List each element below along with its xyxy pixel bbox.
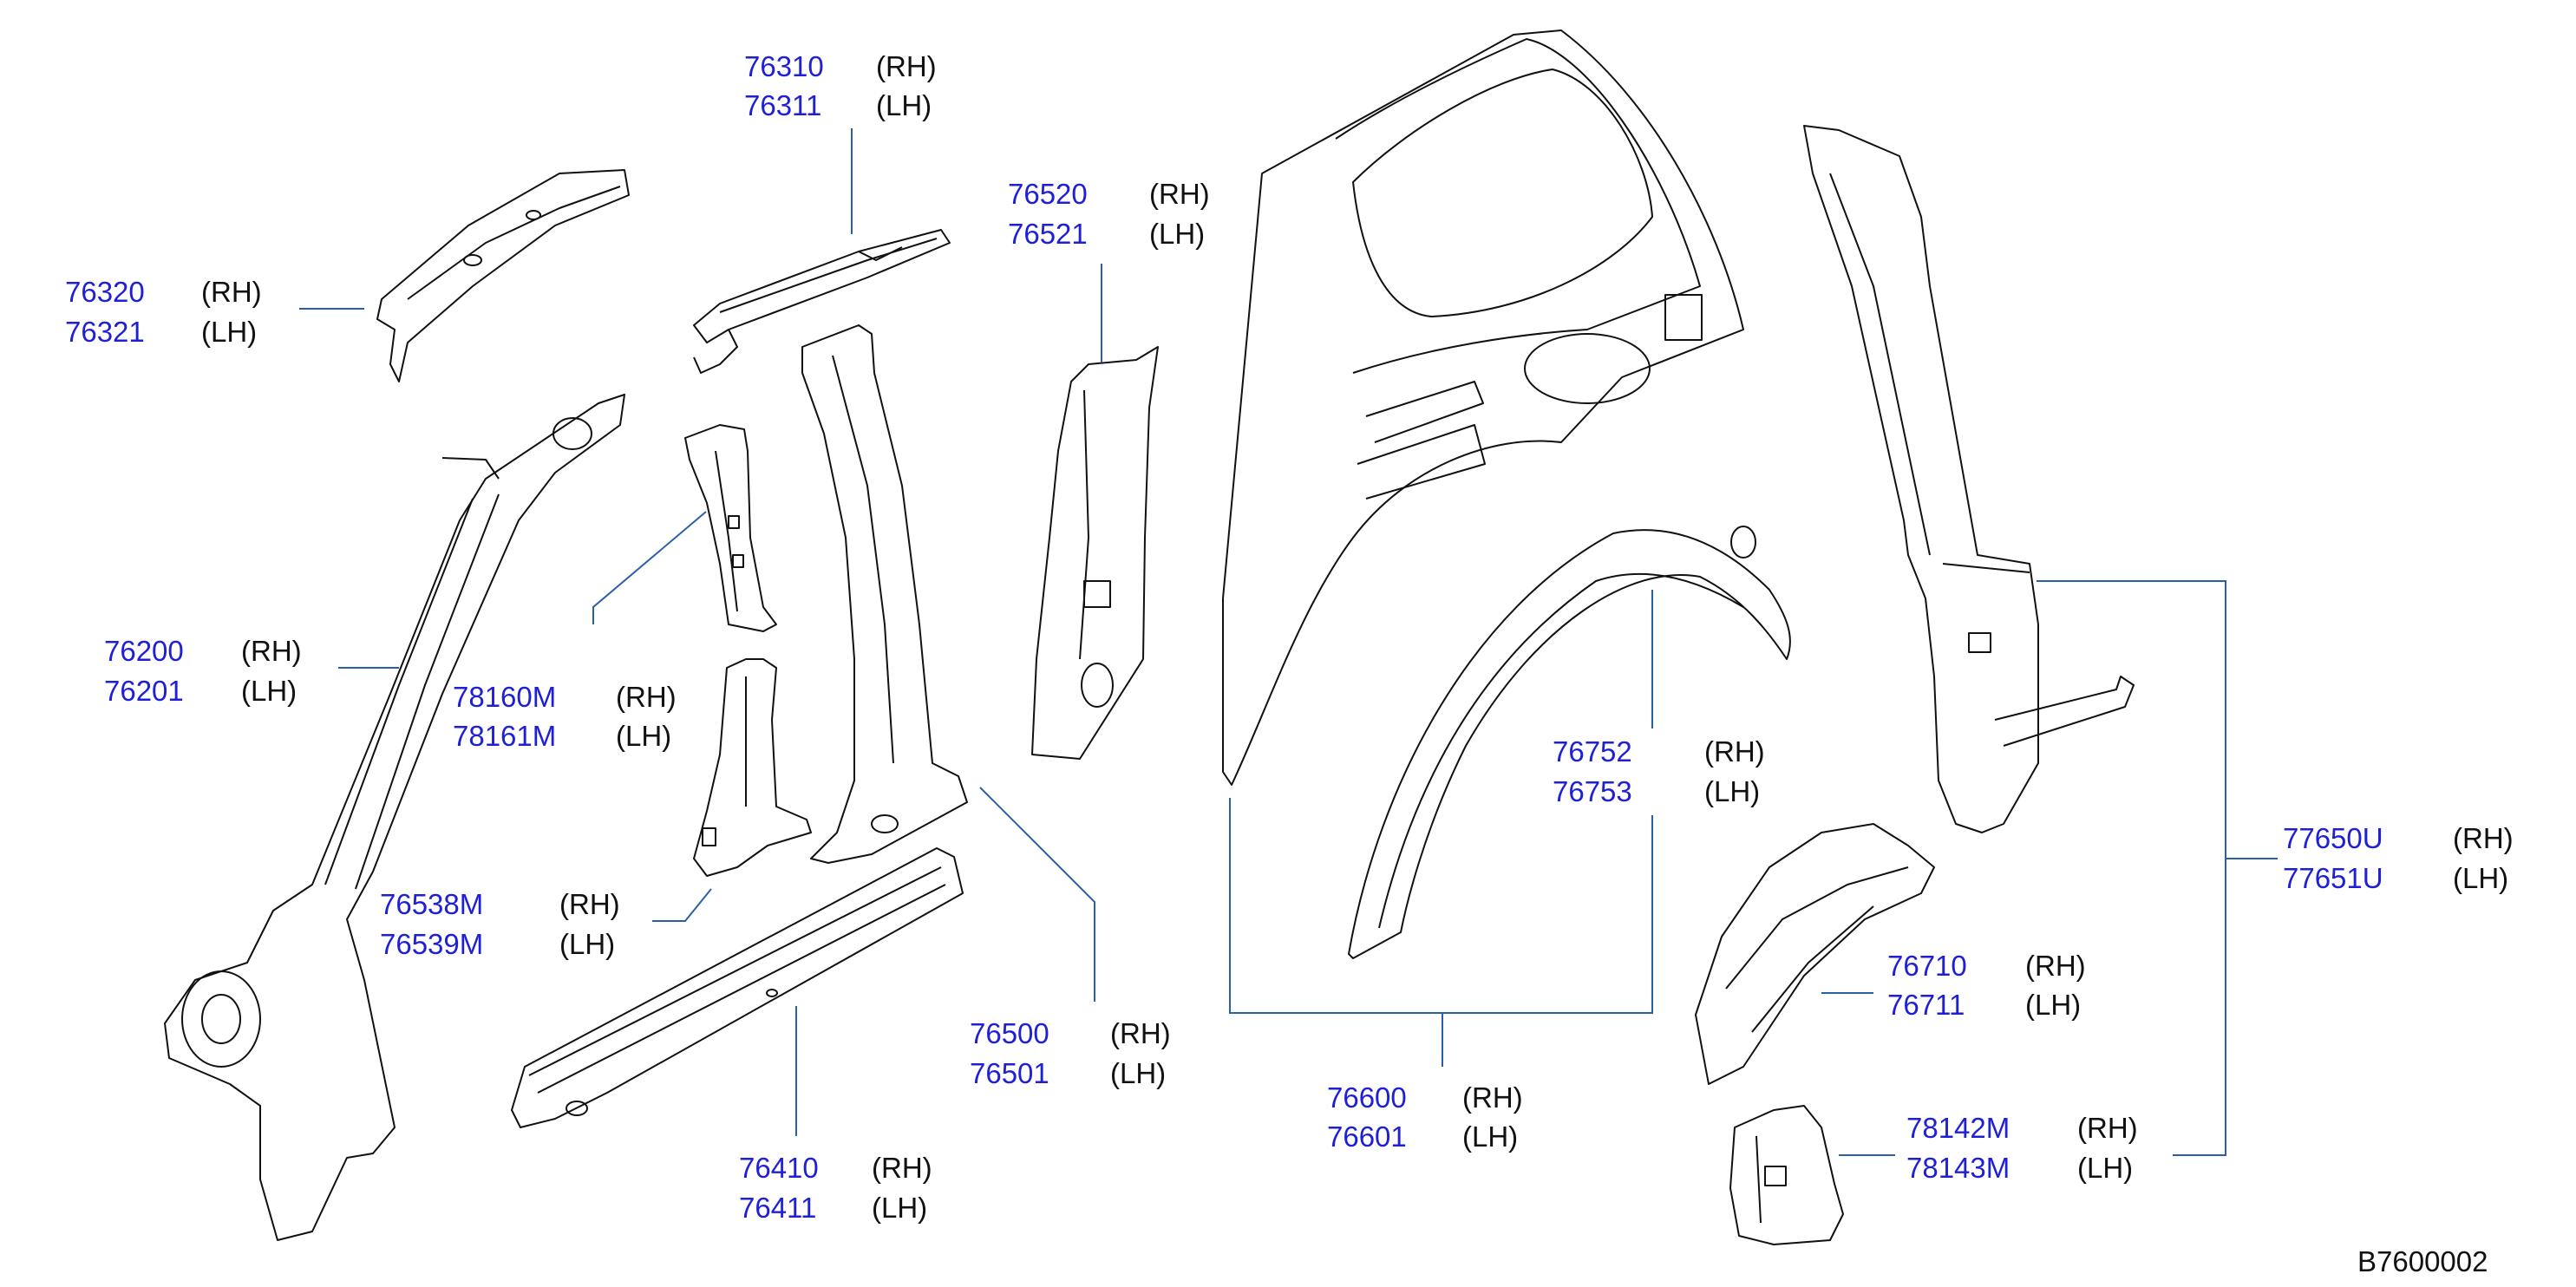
side-rh: (RH) bbox=[559, 888, 620, 920]
part-76200-front-pillar bbox=[164, 394, 625, 1241]
part-number-76752[interactable]: 76752 bbox=[1553, 735, 1632, 768]
part-number-76710[interactable]: 76710 bbox=[1887, 950, 1967, 982]
part-number-78160M[interactable]: 78160M bbox=[453, 681, 556, 713]
part-76600-rear-fender bbox=[1222, 29, 1744, 786]
callout-76600: 76600 (RH) 76601 (LH) bbox=[1327, 1081, 1523, 1153]
part-76520-pillar-inner bbox=[1031, 346, 1159, 760]
part-number-76500[interactable]: 76500 bbox=[970, 1017, 1049, 1049]
side-lh: (LH) bbox=[1149, 218, 1205, 250]
part-78160M-reinforcement bbox=[684, 424, 777, 632]
part-number-76539M[interactable]: 76539M bbox=[380, 928, 483, 960]
side-lh: (LH) bbox=[2077, 1152, 2133, 1184]
part-number-76410[interactable]: 76410 bbox=[739, 1152, 819, 1184]
part-76752-wheelhouse-outer bbox=[1348, 526, 1791, 959]
leader-76500 bbox=[979, 787, 1095, 1002]
part-76320-rail-bracket bbox=[376, 169, 630, 382]
side-rh: (RH) bbox=[2077, 1112, 2138, 1144]
side-lh: (LH) bbox=[1704, 775, 1760, 807]
side-rh: (RH) bbox=[1462, 1081, 1523, 1114]
part-76538M-pillar-lower bbox=[693, 658, 812, 877]
part-number-76600[interactable]: 76600 bbox=[1327, 1081, 1407, 1114]
callout-76710: 76710 (RH) 76711 (LH) bbox=[1887, 950, 2086, 1021]
side-lh: (LH) bbox=[201, 316, 257, 348]
part-number-76520[interactable]: 76520 bbox=[1008, 178, 1088, 210]
part-76710-wheelhouse-inner bbox=[1695, 823, 1935, 1085]
side-lh: (LH) bbox=[872, 1192, 927, 1224]
part-number-76538M[interactable]: 76538M bbox=[380, 888, 483, 920]
part-number-76311[interactable]: 76311 bbox=[744, 89, 821, 121]
part-76410-side-sill bbox=[511, 847, 964, 1128]
side-lh: (LH) bbox=[616, 720, 671, 752]
side-rh: (RH) bbox=[1110, 1017, 1171, 1049]
part-number-76411[interactable]: 76411 bbox=[739, 1192, 816, 1224]
part-76500-center-pillar bbox=[801, 324, 968, 864]
side-lh: (LH) bbox=[1110, 1057, 1166, 1089]
part-number-77650U[interactable]: 77650U bbox=[2283, 822, 2383, 854]
side-rh: (RH) bbox=[872, 1152, 932, 1184]
part-number-76711[interactable]: 76711 bbox=[1887, 989, 1965, 1021]
side-rh: (RH) bbox=[2025, 950, 2086, 982]
part-number-76321[interactable]: 76321 bbox=[65, 316, 145, 348]
leader-lines bbox=[299, 128, 2278, 1156]
part-78142M-bracket bbox=[1729, 1105, 1844, 1245]
side-rh: (RH) bbox=[241, 635, 302, 667]
callout-76520: 76520 (RH) 76521 (LH) bbox=[1008, 178, 1210, 250]
callout-76410: 76410 (RH) 76411 (LH) bbox=[739, 1152, 932, 1224]
part-number-77651U[interactable]: 77651U bbox=[2283, 862, 2383, 894]
side-rh: (RH) bbox=[876, 50, 937, 82]
part-number-76501[interactable]: 76501 bbox=[970, 1057, 1049, 1089]
part-number-76521[interactable]: 76521 bbox=[1008, 218, 1088, 250]
callout-76500: 76500 (RH) 76501 (LH) bbox=[970, 1017, 1171, 1089]
part-number-76753[interactable]: 76753 bbox=[1553, 775, 1632, 807]
part-76310-roof-side-rail bbox=[693, 229, 951, 374]
callout-76320: 76320 (RH) 76321 (LH) bbox=[65, 276, 262, 348]
part-number-76201[interactable]: 76201 bbox=[104, 675, 184, 707]
callout-78142M: 78142M (RH) 78143M (LH) bbox=[1906, 1112, 2138, 1184]
part-number-78161M[interactable]: 78161M bbox=[453, 720, 556, 752]
part-number-76200[interactable]: 76200 bbox=[104, 635, 184, 667]
side-lh: (LH) bbox=[241, 675, 297, 707]
side-lh: (LH) bbox=[559, 928, 615, 960]
leader-77650U bbox=[2037, 580, 2226, 1156]
side-rh: (RH) bbox=[201, 276, 262, 308]
leader-76538M bbox=[652, 888, 712, 922]
side-lh: (LH) bbox=[1462, 1120, 1518, 1153]
part-number-78143M[interactable]: 78143M bbox=[1906, 1152, 2010, 1184]
leader-76600 bbox=[1229, 798, 1653, 1014]
part-number-76601[interactable]: 76601 bbox=[1327, 1120, 1407, 1153]
part-77650U-rear-pillar bbox=[1803, 125, 2135, 833]
callout-77650U: 77650U (RH) 77651U (LH) bbox=[2283, 822, 2514, 894]
callout-76200: 76200 (RH) 76201 (LH) bbox=[104, 635, 302, 707]
side-rh: (RH) bbox=[1149, 178, 1210, 210]
side-lh: (LH) bbox=[2025, 989, 2081, 1021]
diagram-reference-code: B7600002 bbox=[2357, 1245, 2488, 1277]
leader-78160M bbox=[592, 511, 707, 624]
callout-76752: 76752 (RH) 76753 (LH) bbox=[1553, 735, 1765, 807]
side-lh: (LH) bbox=[876, 89, 932, 121]
callout-76310: 76310 (RH) 76311 (LH) bbox=[744, 50, 937, 121]
side-rh: (RH) bbox=[2453, 822, 2514, 854]
part-number-76320[interactable]: 76320 bbox=[65, 276, 145, 308]
callout-78160M: 78160M (RH) 78161M (LH) bbox=[453, 681, 677, 752]
part-number-78142M[interactable]: 78142M bbox=[1906, 1112, 2010, 1144]
side-rh: (RH) bbox=[1704, 735, 1765, 768]
callout-76538M: 76538M (RH) 76539M (LH) bbox=[380, 888, 620, 960]
side-lh: (LH) bbox=[2453, 862, 2508, 894]
part-number-76310[interactable]: 76310 bbox=[744, 50, 824, 82]
side-rh: (RH) bbox=[616, 681, 677, 713]
